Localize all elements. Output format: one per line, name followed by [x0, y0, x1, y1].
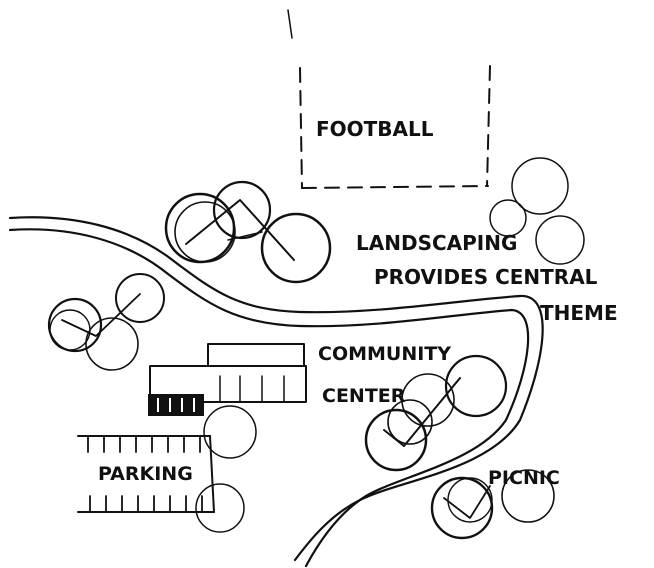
- picnic-label: PICNIC: [488, 467, 560, 489]
- tree-group-left: [47, 273, 165, 371]
- picnic-tree-group: PICNIC: [430, 467, 560, 540]
- building-hatched-wing: [148, 394, 204, 416]
- community-label-line1: COMMUNITY: [318, 343, 451, 365]
- football-field: FOOTBALL: [299, 65, 491, 189]
- community-center-building: COMMUNITY CENTER: [148, 343, 451, 416]
- landscaping-label-line2: PROVIDES CENTRAL: [374, 265, 598, 289]
- community-label-line2: CENTER: [322, 385, 406, 407]
- parking-label: PARKING: [98, 463, 193, 485]
- tree-group-right: [489, 157, 585, 265]
- parking-lot: PARKING: [77, 435, 215, 513]
- landscaping-label-line3: THEME: [540, 301, 618, 325]
- winding-walkway: [8, 216, 544, 568]
- landscaping-note: LANDSCAPING PROVIDES CENTRAL THEME: [356, 231, 618, 325]
- tree-group-center: [195, 354, 508, 533]
- landscaping-label-line1: LANDSCAPING: [356, 231, 517, 255]
- top-boundary-mark: [287, 9, 293, 39]
- landscaping-tree-cluster-top: [164, 180, 332, 284]
- football-label: FOOTBALL: [316, 117, 434, 141]
